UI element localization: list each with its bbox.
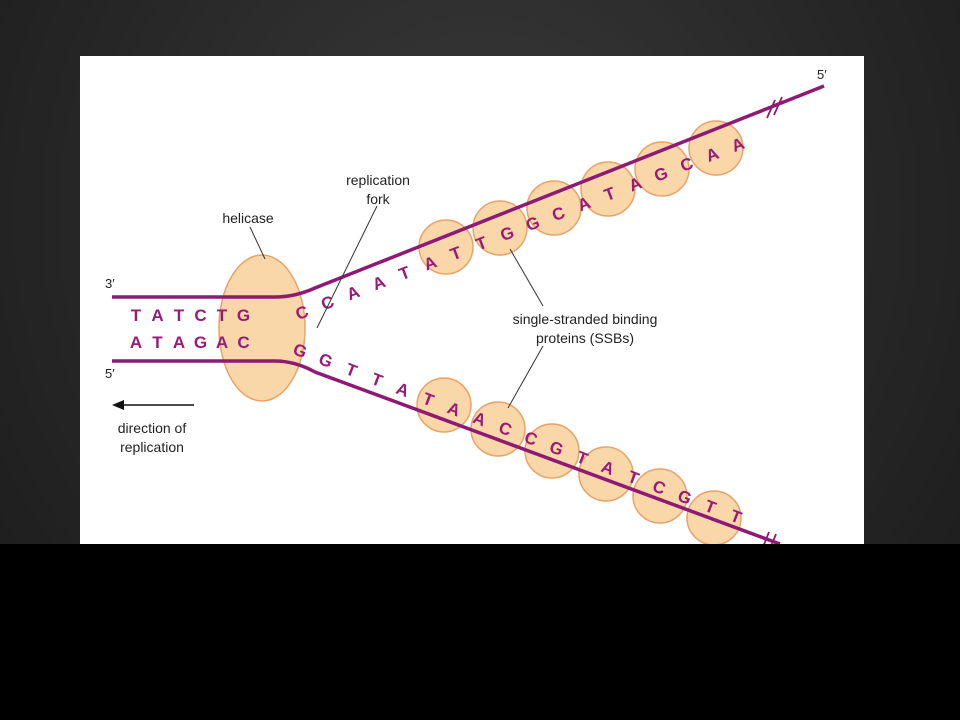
direction-arrow — [112, 400, 194, 410]
base-letter: A — [151, 306, 163, 325]
base-letter: A — [173, 333, 185, 352]
ssb-pointer-line-upper — [509, 248, 544, 307]
label-direction-line2: replication — [120, 439, 184, 455]
label-replication-fork-line1: replication — [346, 172, 410, 188]
ssb-protein — [686, 490, 742, 544]
label-end-top-right: 5′ — [817, 67, 827, 82]
ssb-protein — [526, 180, 582, 236]
ssb-protein — [578, 446, 634, 502]
base-letter: A — [344, 282, 362, 304]
strand-top — [112, 84, 825, 299]
ssb-protein — [416, 377, 472, 433]
helicase-protein — [218, 254, 306, 402]
strand-bottom — [112, 359, 781, 544]
base-letter: G — [675, 486, 694, 508]
base-letter: G — [237, 306, 250, 325]
label-replication-fork-line2: fork — [366, 191, 390, 207]
base-letter: G — [523, 213, 542, 235]
base-letter: G — [290, 340, 309, 362]
base-letter: A — [393, 379, 411, 401]
label-end-bottom-left: 5′ — [105, 366, 115, 381]
base-letter: A — [370, 272, 388, 294]
ssb-protein — [472, 200, 528, 256]
base-letter: T — [217, 306, 228, 325]
ssb-protein — [632, 468, 688, 524]
base-letter: G — [498, 223, 517, 245]
ssb-pointer-line-lower — [507, 345, 544, 409]
base-letter: G — [652, 163, 671, 185]
base-letter: T — [131, 306, 142, 325]
base-letter: A — [216, 333, 228, 352]
base-letter: T — [152, 333, 163, 352]
base-letter: C — [237, 333, 249, 352]
slide-bottom-band — [0, 544, 960, 720]
label-ssb-line1: single-stranded binding — [513, 311, 658, 327]
base-letter: G — [194, 333, 207, 352]
base-letter: C — [194, 306, 206, 325]
label-ssb-line2: proteins (SSBs) — [536, 330, 634, 346]
base-letter: T — [174, 306, 185, 325]
base-letter: C — [319, 292, 337, 314]
label-helicase: helicase — [222, 210, 274, 226]
helicase-pointer-line — [249, 226, 266, 260]
base-letter: T — [369, 369, 386, 391]
label-direction-line1: direction of — [118, 420, 187, 436]
base-letter: A — [130, 333, 142, 352]
base-letter: T — [343, 360, 360, 382]
base-letter: T — [396, 262, 413, 284]
strand-break-mark — [763, 531, 777, 544]
strand-break-mark — [766, 96, 783, 119]
base-letter: G — [547, 437, 566, 459]
fork-pointer-line — [316, 205, 378, 329]
label-end-top-left: 3′ — [105, 276, 115, 291]
base-letter: G — [316, 349, 335, 371]
